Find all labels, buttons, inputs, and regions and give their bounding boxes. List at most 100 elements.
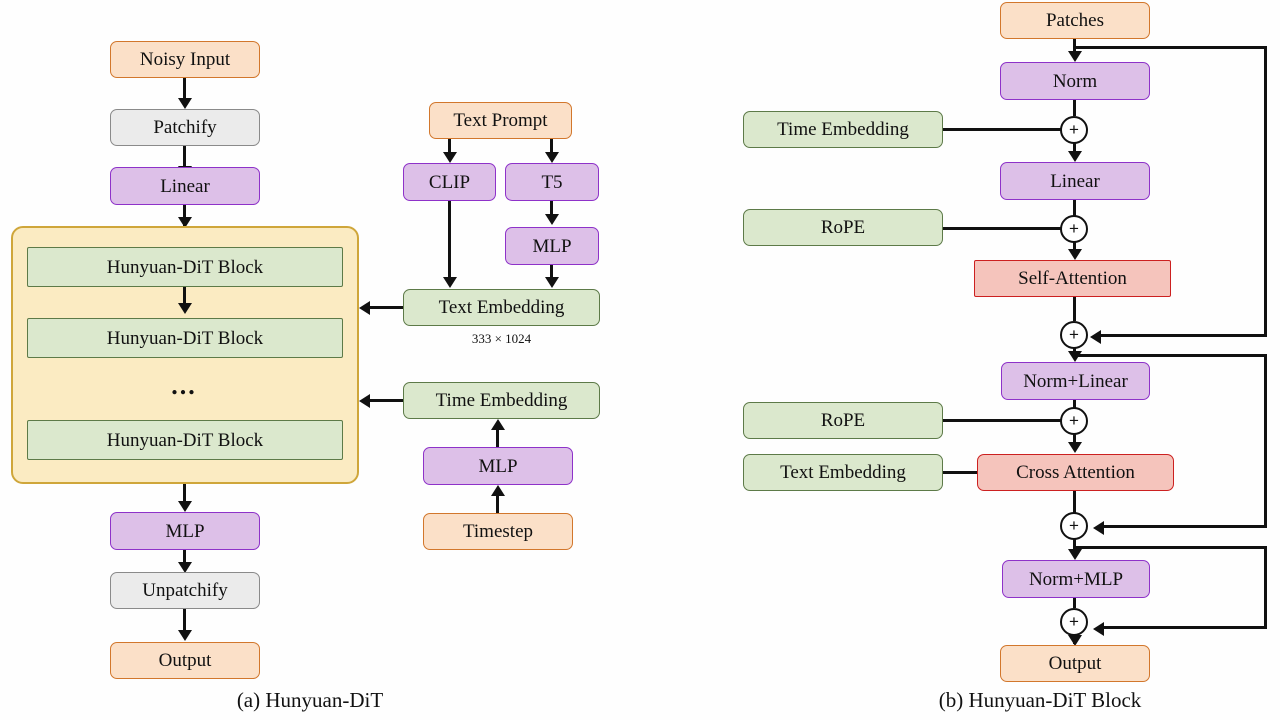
- node-linear: Linear: [110, 167, 260, 205]
- node-output-a: Output: [110, 642, 260, 679]
- arrowhead-residual-1: [1090, 329, 1101, 344]
- adder-2: +: [1060, 214, 1088, 243]
- node-time-mlp: MLP: [423, 447, 573, 485]
- arrowhead-text-embedding-to-stack: [359, 300, 370, 315]
- edge-add4-to-cross-attention: [1073, 434, 1076, 444]
- arrowhead-unpatchify-to-output: [177, 630, 192, 641]
- arrowhead-add1-to-linear: [1067, 151, 1082, 162]
- edge-norm-mlp-to-add6: [1073, 598, 1076, 608]
- node-cross-attention: Cross Attention: [977, 454, 1174, 491]
- caption-panel-b: (b) Hunyuan-DiT Block: [938, 688, 1142, 712]
- edge-prompt-to-clip: [448, 139, 451, 154]
- arrowhead-stack-to-mlp: [177, 501, 192, 512]
- arrowhead-add2-to-self-attention: [1067, 249, 1082, 260]
- edge-unpatchify-to-output: [183, 609, 186, 631]
- arrowhead-prompt-to-t5: [544, 152, 559, 163]
- edge-rope1-to-add2: [943, 227, 1061, 230]
- node-timestep: Timestep: [423, 513, 573, 550]
- arrowhead-patches-to-norm: [1067, 51, 1082, 62]
- node-clip: CLIP: [403, 163, 496, 201]
- residual-3-right: [1264, 546, 1267, 629]
- edge-time-embedding-to-add1: [943, 128, 1061, 131]
- arrowhead-mlp-to-unpatchify: [177, 562, 192, 573]
- edge-stack-to-mlp: [183, 484, 186, 505]
- node-linear-b: Linear: [1000, 162, 1150, 200]
- node-hunyuan-dit-block-1: Hunyuan-DiT Block: [27, 247, 343, 287]
- edge-add2-to-self-attention: [1073, 242, 1076, 251]
- stack-ellipsis: ...: [171, 371, 197, 400]
- residual-2-bottom: [1104, 525, 1267, 528]
- adder-1: +: [1060, 115, 1088, 144]
- arrowhead-add4-to-cross-attention: [1067, 442, 1082, 453]
- node-self-attention: Self-Attention: [974, 260, 1171, 297]
- arrowhead-t5-to-mlp: [544, 214, 559, 225]
- edge-norm-linear-to-add4: [1073, 400, 1076, 408]
- adder-6: +: [1060, 607, 1088, 636]
- edge-time-embedding-to-stack: [370, 399, 403, 402]
- edge-block1-to-block2: [183, 287, 186, 306]
- arrowhead-noisy-to-patchify: [177, 98, 192, 109]
- arrowhead-prompt-to-clip: [442, 152, 457, 163]
- node-patchify: Patchify: [110, 109, 260, 146]
- caption-panel-a: (a) Hunyuan-DiT: [236, 688, 384, 712]
- residual-1-top: [1073, 46, 1267, 49]
- edge-cross-attention-to-add5: [1073, 491, 1076, 513]
- edge-text-mlp-to-text-embedding: [550, 265, 553, 279]
- node-output-mlp: MLP: [110, 512, 260, 550]
- node-norm-mlp: Norm+MLP: [1002, 560, 1150, 598]
- text-embedding-dimensions: 333 × 1024: [471, 331, 532, 346]
- residual-1-bottom: [1100, 334, 1267, 337]
- node-norm: Norm: [1000, 62, 1150, 100]
- node-time-embedding-b: Time Embedding: [743, 111, 943, 148]
- node-norm-linear: Norm+Linear: [1001, 362, 1150, 400]
- edge-linear-to-add2: [1073, 200, 1076, 216]
- node-text-mlp: MLP: [505, 227, 599, 265]
- arrowhead-text-mlp-to-text-embedding: [544, 277, 559, 288]
- node-output-b: Output: [1000, 645, 1150, 682]
- node-noisy-input: Noisy Input: [110, 41, 260, 78]
- edge-add5-to-norm-mlp: [1073, 539, 1076, 551]
- edge-text-embedding-to-stack: [370, 306, 403, 309]
- node-time-embedding-a: Time Embedding: [403, 382, 600, 419]
- edge-text-embedding-to-cross-attention: [943, 471, 978, 474]
- residual-3-bottom: [1104, 626, 1267, 629]
- adder-4: +: [1060, 406, 1088, 435]
- arrowhead-clip-to-text-embedding: [442, 277, 457, 288]
- node-rope-self-attn: RoPE: [743, 209, 943, 246]
- adder-3: +: [1060, 320, 1088, 349]
- residual-3-top: [1073, 546, 1267, 549]
- edge-time-mlp-to-time-embedding: [496, 430, 499, 447]
- node-hunyuan-dit-block-2: Hunyuan-DiT Block: [27, 318, 343, 358]
- node-t5: T5: [505, 163, 599, 201]
- edge-rope2-to-add4: [943, 419, 1061, 422]
- arrowhead-time-embedding-to-stack: [359, 393, 370, 408]
- arrowhead-block1-to-block2: [177, 303, 192, 314]
- node-text-embedding-b: Text Embedding: [743, 454, 943, 491]
- edge-patchify-to-linear: [183, 146, 186, 168]
- residual-1-right: [1264, 46, 1267, 336]
- node-patches: Patches: [1000, 2, 1150, 39]
- edge-linear-to-stack: [183, 205, 186, 227]
- adder-5: +: [1060, 511, 1088, 540]
- edge-clip-to-text-embedding: [448, 201, 451, 279]
- node-unpatchify: Unpatchify: [110, 572, 260, 609]
- arrowhead-timestep-to-time-mlp: [490, 485, 505, 496]
- arrowhead-residual-3: [1093, 621, 1104, 636]
- edge-norm-to-add1: [1073, 100, 1076, 116]
- edge-self-attention-to-add3: [1073, 297, 1076, 321]
- residual-2-top: [1073, 354, 1267, 357]
- edge-noisy-to-patchify: [183, 78, 186, 100]
- node-rope-cross-attn: RoPE: [743, 402, 943, 439]
- edge-timestep-to-time-mlp: [496, 496, 499, 514]
- arrowhead-add6-to-output: [1067, 635, 1082, 646]
- arrowhead-linear-to-stack: [177, 217, 192, 228]
- edge-add1-to-linear: [1073, 143, 1076, 153]
- arrowhead-residual-2: [1093, 520, 1104, 535]
- edge-t5-to-mlp: [550, 201, 553, 215]
- node-text-prompt: Text Prompt: [429, 102, 572, 139]
- arrowhead-time-mlp-to-time-embedding: [490, 419, 505, 430]
- residual-2-right: [1264, 354, 1267, 528]
- arrowhead-add5-to-norm-mlp: [1067, 549, 1082, 560]
- node-hunyuan-dit-block-3: Hunyuan-DiT Block: [27, 420, 343, 460]
- node-text-embedding-a: Text Embedding: [403, 289, 600, 326]
